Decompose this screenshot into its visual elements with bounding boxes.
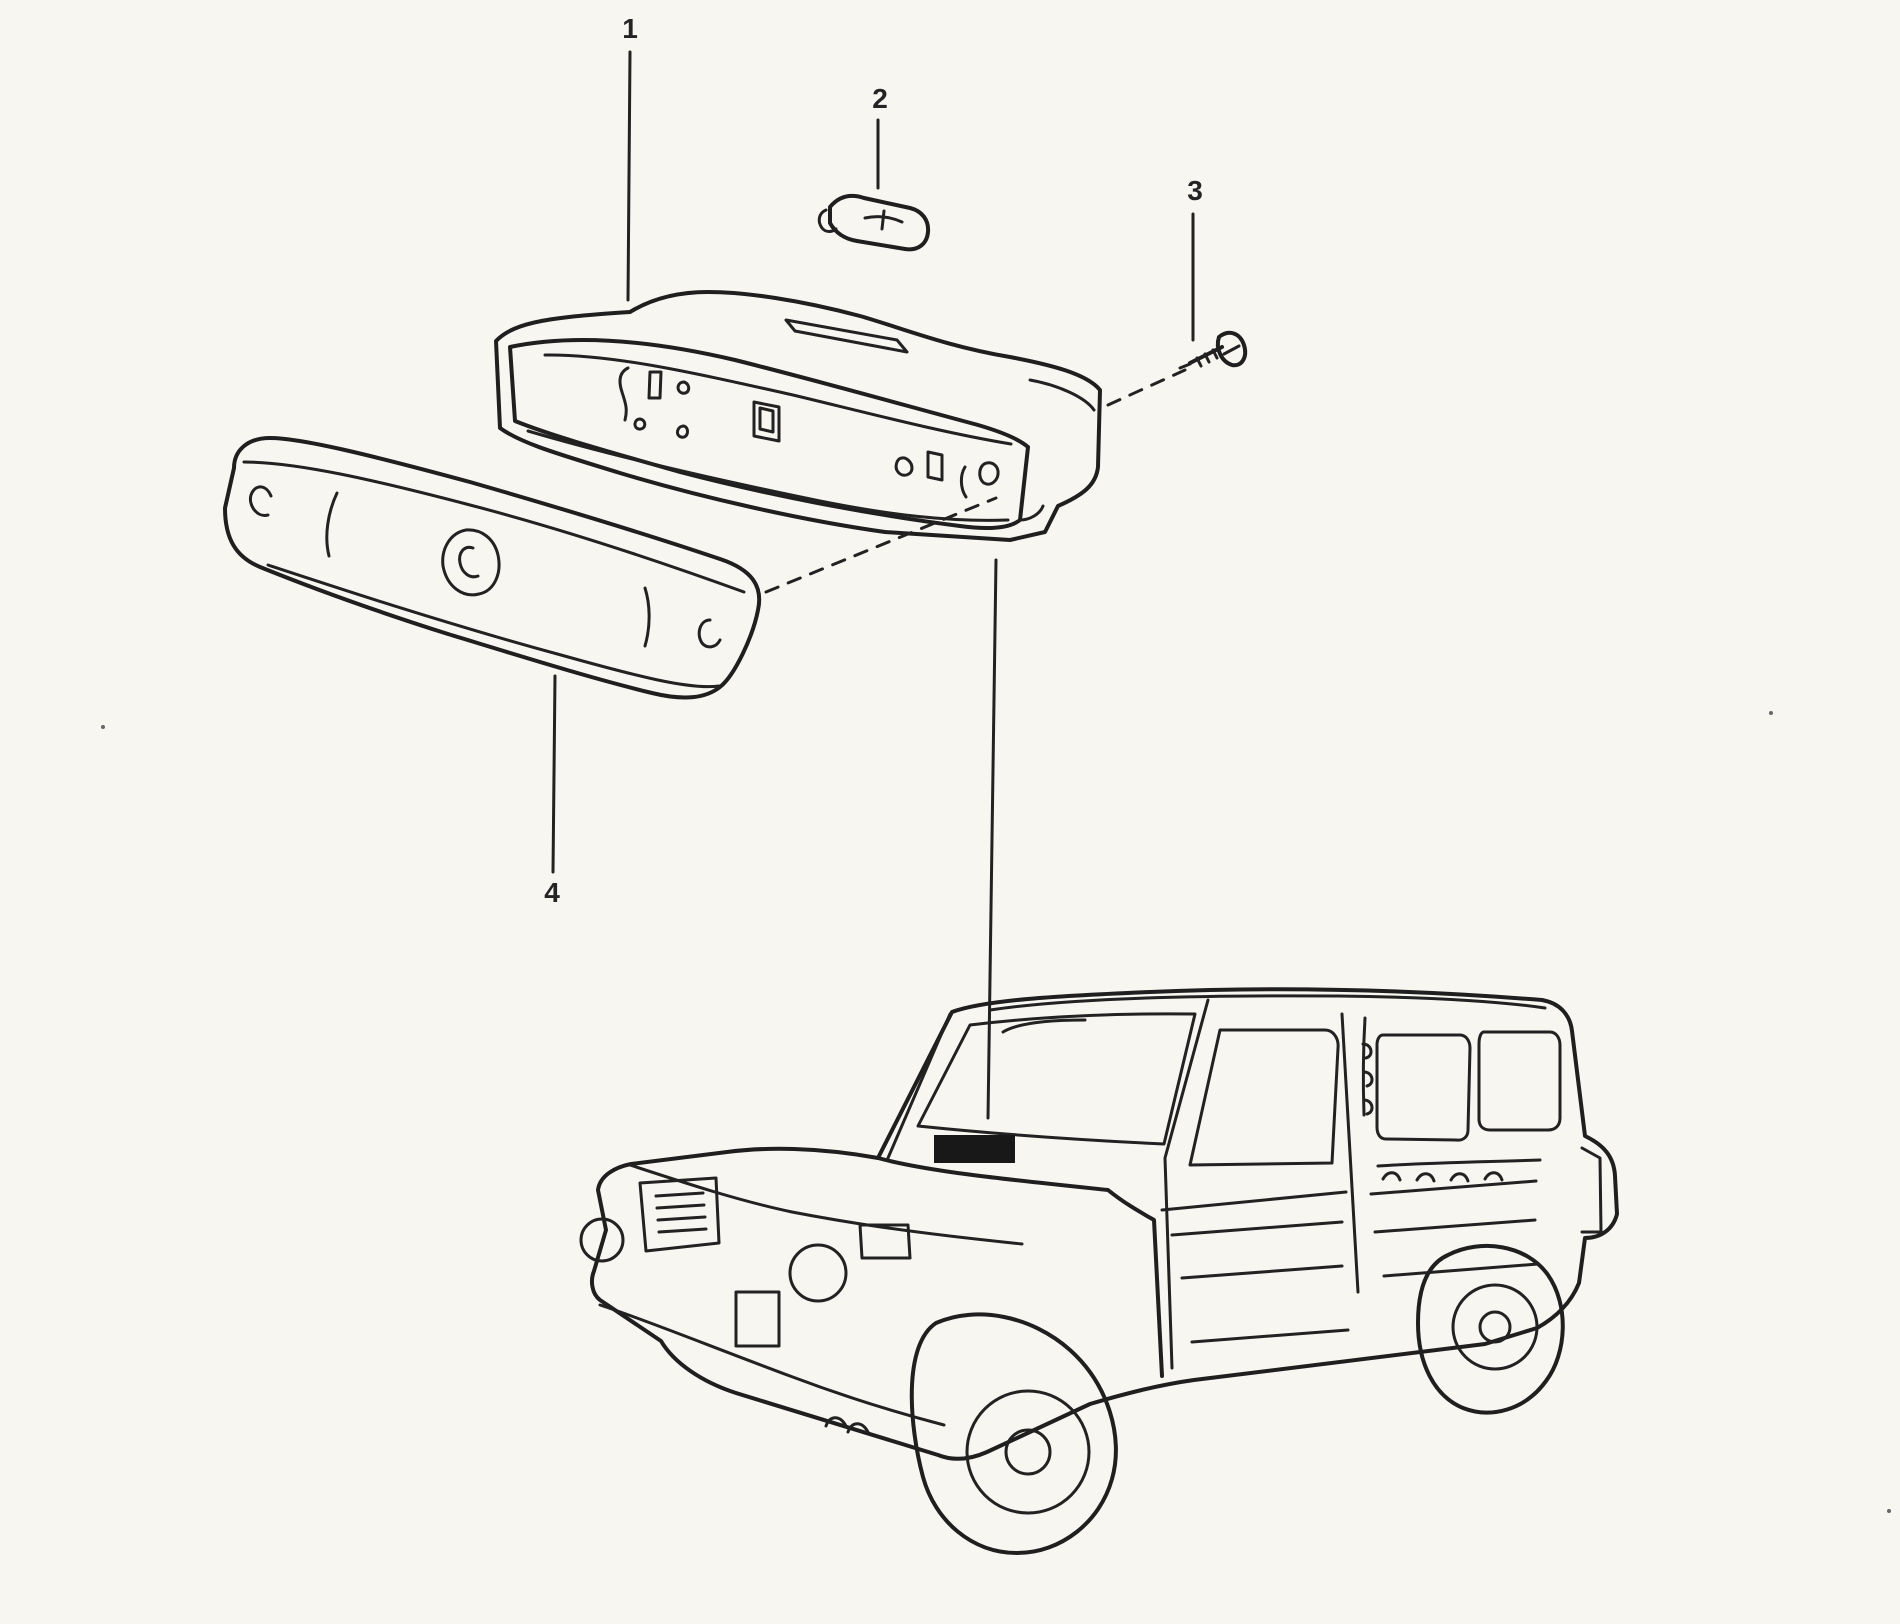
vehicle-hood-crease xyxy=(628,1163,1024,1246)
housing-hole-d xyxy=(894,456,914,477)
housing-inner-rim xyxy=(508,338,1030,530)
lens-outline xyxy=(223,436,762,700)
vehicle-front-wheel-rim xyxy=(965,1389,1091,1515)
housing-square-window xyxy=(752,400,781,443)
screw-thread xyxy=(1178,348,1219,370)
vehicle-rear-lamp xyxy=(1580,1146,1603,1234)
vehicle-windshield xyxy=(916,1012,1197,1146)
screw-part xyxy=(1178,330,1248,370)
vehicle-a-pillar-left xyxy=(886,1012,952,1160)
vehicle-front-bumper xyxy=(598,1303,946,1427)
housing-hole-b xyxy=(633,417,647,431)
bulb-glass xyxy=(828,193,931,252)
vehicle-light-location-marker xyxy=(934,1135,1015,1163)
callout-label-2: 2 xyxy=(872,83,888,114)
vehicle-roof-inner-line xyxy=(1001,1018,1087,1034)
vehicle-front-underbody xyxy=(824,1416,870,1434)
vehicle-rear-wheel-hub xyxy=(1478,1310,1512,1344)
guide-screw-to-housing xyxy=(1106,368,1187,407)
light-housing-part xyxy=(494,290,1102,542)
bulb-filament-support xyxy=(880,209,886,231)
housing-lower-edge xyxy=(526,429,1010,522)
callout-label-3: 3 xyxy=(1187,175,1203,206)
vehicle-turn-signal xyxy=(858,1223,912,1260)
housing-clip-right xyxy=(959,465,968,499)
callout-3: 3 xyxy=(1187,175,1203,342)
vehicle-side-trim xyxy=(1376,1158,1542,1168)
lens-center-boss xyxy=(441,528,501,597)
housing-hole-c xyxy=(675,424,690,439)
vehicle-front-wheel xyxy=(909,1312,1118,1555)
lens-ridge-right xyxy=(643,586,651,648)
callout-2: 2 xyxy=(872,83,888,190)
vehicle-right-headlight xyxy=(788,1243,848,1303)
lens-clip-left xyxy=(248,485,273,517)
vehicle-illustration xyxy=(579,987,1619,1555)
vehicle-b-pillar xyxy=(1340,1012,1360,1294)
vehicle-hood-edge xyxy=(876,1156,1164,1378)
vehicle-grille xyxy=(638,1176,721,1253)
lens-center-clip xyxy=(458,545,480,579)
screw-head xyxy=(1215,330,1248,368)
vehicle-front-door-window xyxy=(1188,1028,1340,1167)
lens-ridge-left xyxy=(325,491,339,558)
guide-housing-to-vehicle xyxy=(986,558,998,1120)
paper-speck xyxy=(1769,711,1773,715)
vehicle-rear-wheel xyxy=(1416,1243,1565,1415)
paper-speck xyxy=(101,725,105,729)
bulb-part xyxy=(817,193,931,252)
vehicle-body-lines xyxy=(1160,1179,1540,1344)
housing-top-edge xyxy=(543,353,1013,446)
leader-line-4 xyxy=(551,674,557,874)
paper-specks xyxy=(101,711,1891,1513)
paper-speck xyxy=(1887,1509,1891,1513)
vehicle-a-pillar-right xyxy=(1163,998,1210,1370)
vehicle-left-headlight xyxy=(579,1217,625,1263)
housing-tab-right xyxy=(926,450,944,482)
housing-outline xyxy=(494,290,1102,542)
vehicle-rear-window-1 xyxy=(1375,1033,1472,1142)
vehicle-rear-wheel-rim xyxy=(1451,1283,1539,1371)
screw-slot xyxy=(1222,344,1241,356)
housing-square-inner xyxy=(758,406,775,434)
vehicle-front-wheel-hub xyxy=(1004,1428,1052,1476)
housing-corner-detail xyxy=(1018,504,1045,522)
housing-hole-e xyxy=(978,461,1000,486)
assembly-guides xyxy=(764,368,1187,1120)
lens-top-facet xyxy=(242,460,746,594)
bulb-base xyxy=(817,208,838,233)
vehicle-body-outline xyxy=(590,987,1619,1461)
vehicle-pillar-rivets xyxy=(1361,1042,1374,1116)
guide-lens-to-housing xyxy=(764,496,998,594)
vehicle-roof-rail xyxy=(988,994,1547,1012)
vehicle-rear-pillar-detail xyxy=(1361,1016,1367,1117)
callout-label-4: 4 xyxy=(544,877,560,908)
callout-label-1: 1 xyxy=(622,13,638,44)
callout-4: 4 xyxy=(544,674,560,908)
housing-end-detail xyxy=(1028,378,1096,412)
housing-tab-left xyxy=(647,370,663,400)
leader-line-1 xyxy=(626,50,632,302)
lens-bottom-facet xyxy=(266,563,721,689)
vehicle-rear-window-2 xyxy=(1477,1030,1562,1132)
callout-1: 1 xyxy=(622,13,638,302)
lens-part xyxy=(223,436,762,700)
vehicle-front-lamp xyxy=(734,1290,781,1348)
housing-clip-left xyxy=(618,366,630,422)
housing-slot xyxy=(784,318,909,354)
housing-hole-a xyxy=(676,380,691,395)
vehicle-side-rivets xyxy=(1381,1171,1504,1183)
vehicle-grille-slats xyxy=(654,1191,708,1234)
lens-clip-right xyxy=(697,618,722,649)
